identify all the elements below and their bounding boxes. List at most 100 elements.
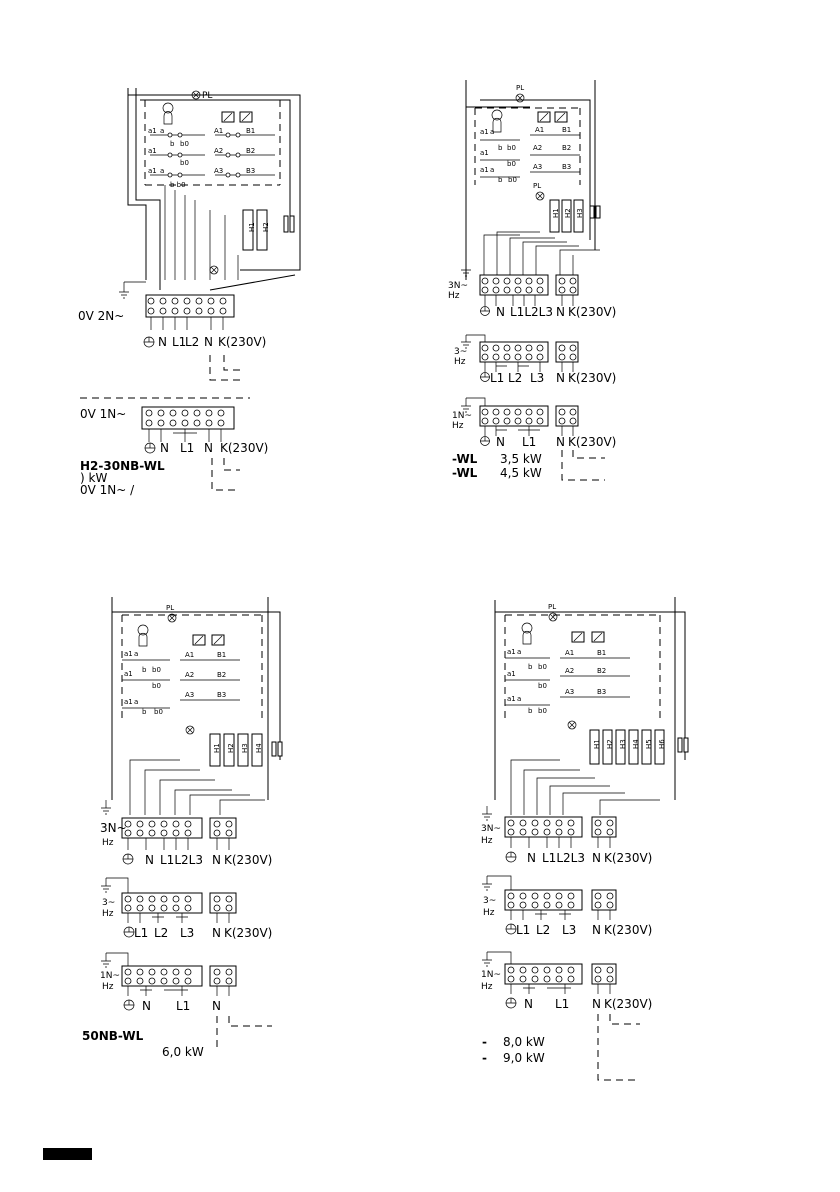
heater-label: H1 xyxy=(248,222,256,232)
hz-label: Hz xyxy=(102,982,114,992)
heater-label: H2 xyxy=(564,208,572,218)
terminal-label: N xyxy=(212,926,221,940)
terminal-label: L1 xyxy=(490,371,504,385)
switch-label: A3 xyxy=(565,688,574,696)
switch-label: b xyxy=(528,707,533,715)
switch-label: A1 xyxy=(214,127,223,135)
terminal-label: L2 xyxy=(508,371,522,385)
terminal-label: K(230V) xyxy=(568,305,616,319)
switch-label: b xyxy=(498,144,503,152)
footer-bar xyxy=(43,1148,92,1160)
terminal-label: N xyxy=(592,923,601,937)
switch-label: A3 xyxy=(533,163,542,171)
diagram-1: PL a1 a b0 b a1 b0 a1 a b b0 A1 B1 A2 B2… xyxy=(78,88,301,497)
terminal-label: K(230V) xyxy=(224,853,272,867)
switch-label: a1 xyxy=(148,147,157,155)
terminal-label: N xyxy=(142,999,151,1013)
supply-label: 0V 2N~ xyxy=(78,309,124,323)
terminal-label: L1 xyxy=(180,441,194,455)
pl-label: PL xyxy=(533,182,541,190)
switch-label: B2 xyxy=(562,144,571,152)
switch-label: b0 xyxy=(152,682,161,690)
switch-label: b xyxy=(528,663,533,671)
hz-label: Hz xyxy=(452,421,464,431)
terminal-label: N xyxy=(556,371,565,385)
terminal-label: N xyxy=(158,335,167,349)
switch-label: B1 xyxy=(562,126,571,134)
switch-label: a xyxy=(160,127,164,135)
switch-label: b xyxy=(142,666,147,674)
terminal-label: L2 xyxy=(185,335,199,349)
switch-label: a1 xyxy=(124,650,133,658)
terminal-label: L1 xyxy=(516,923,530,937)
switch-label: B2 xyxy=(246,147,255,155)
switch-label: a1 xyxy=(124,698,133,706)
heater-label: H3 xyxy=(241,743,249,753)
terminal-label: L1 xyxy=(172,335,186,349)
model-label: 50NB-WL xyxy=(82,1029,144,1043)
diagram-3: PL a1 a b0 b a1 b0 a1 a b b0 A1 B1 A2 B2… xyxy=(82,597,283,1059)
switch-label: a1 xyxy=(148,127,157,135)
pl-label: PL xyxy=(202,91,212,101)
terminal-label: K(230V) xyxy=(604,923,652,937)
terminal-label: N xyxy=(556,305,565,319)
switch-label: a xyxy=(517,695,521,703)
switch-label: B2 xyxy=(597,667,606,675)
supply-label: 1N~ xyxy=(452,411,472,421)
terminal-label: K(230V) xyxy=(218,335,266,349)
switch-label: B3 xyxy=(246,167,255,175)
heater-label: H4 xyxy=(632,739,640,749)
switch-label: b b0 xyxy=(170,181,186,189)
hz-label: Hz xyxy=(448,291,460,301)
terminal-label: L1L2L3 xyxy=(542,851,585,865)
power-label: 8,0 kW xyxy=(503,1035,545,1049)
model-label: -WL xyxy=(452,466,478,480)
terminal-label: K(230V) xyxy=(224,926,272,940)
terminal-label: L1L2L3 xyxy=(510,305,553,319)
switch-label: A1 xyxy=(185,651,194,659)
switch-label: A3 xyxy=(214,167,223,175)
heater-label: H1 xyxy=(213,743,221,753)
terminal-label: N xyxy=(212,853,221,867)
switch-label: a1 xyxy=(480,149,489,157)
switch-label: a1 xyxy=(507,695,516,703)
switch-label: a xyxy=(134,698,138,706)
switch-label: b xyxy=(498,176,503,184)
model-label: - xyxy=(482,1035,487,1049)
switch-label: b0 xyxy=(507,160,516,168)
switch-label: b xyxy=(170,140,175,148)
switch-label: B1 xyxy=(246,127,255,135)
heater-label: H4 xyxy=(255,743,263,753)
supply-label: 0V 1N~ xyxy=(80,407,126,421)
model-label: -WL xyxy=(452,452,478,466)
power-label: 9,0 kW xyxy=(503,1051,545,1065)
pl-label: PL xyxy=(166,604,174,612)
heater-label: H2 xyxy=(227,743,235,753)
switch-label: B2 xyxy=(217,671,226,679)
switch-label: b0 xyxy=(538,707,547,715)
terminal-label: L2 xyxy=(536,923,550,937)
switch-label: A1 xyxy=(565,649,574,657)
terminal-label: L1 xyxy=(555,997,569,1011)
pl-label: PL xyxy=(516,84,524,92)
terminal-label: N xyxy=(496,435,505,449)
switch-label: a1 xyxy=(507,670,516,678)
switch-label: a xyxy=(490,128,494,136)
power-label: ) kW xyxy=(80,471,107,485)
switch-label: b0 xyxy=(180,159,189,167)
terminal-label: L1 xyxy=(176,999,190,1013)
terminal-label: N xyxy=(592,997,601,1011)
switch-label: B3 xyxy=(562,163,571,171)
supply-label: 1N~ xyxy=(481,970,501,980)
terminal-label: N xyxy=(160,441,169,455)
power-label: 6,0 kW xyxy=(162,1045,204,1059)
switch-label: A2 xyxy=(533,144,542,152)
heater-label: H1 xyxy=(593,739,601,749)
model-label: H2-30NB-WL xyxy=(80,459,165,473)
terminal-label: N xyxy=(524,997,533,1011)
switch-label: a1 xyxy=(480,128,489,136)
heater-label: H1 xyxy=(552,208,560,218)
switch-label: b xyxy=(142,708,147,716)
terminal-label: K(230V) xyxy=(604,997,652,1011)
